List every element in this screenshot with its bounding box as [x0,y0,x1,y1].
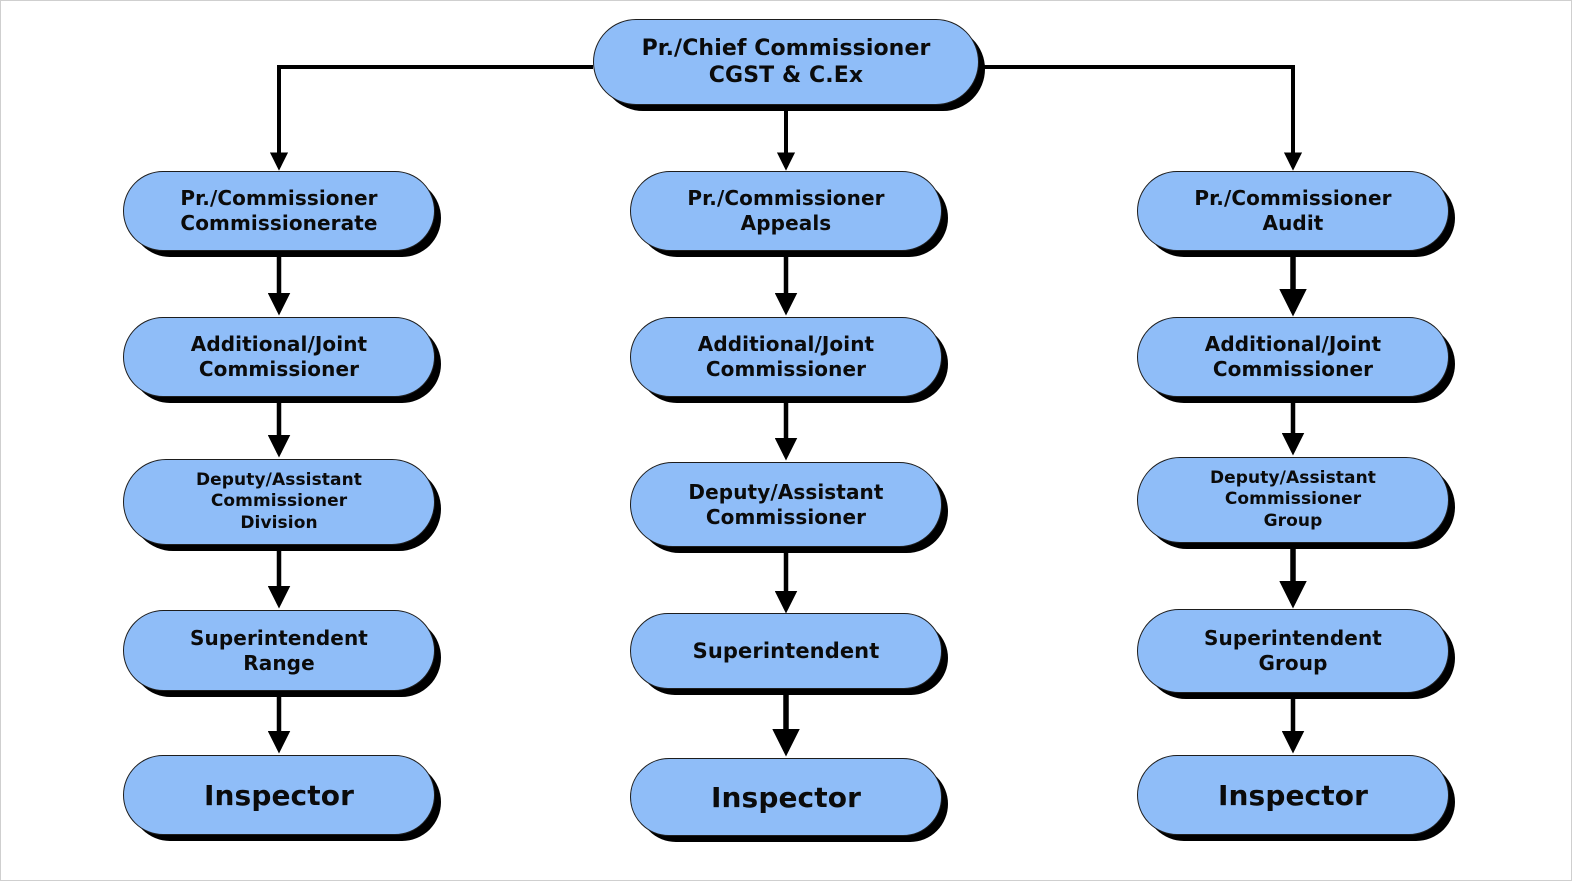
node-line-1: Deputy/Assistant [195,470,363,491]
node-line-1: Additional/Joint [190,332,368,356]
connector-root-to-col3 [979,65,1303,171]
node-line-3: Group [1263,510,1323,531]
node-line-2: Range [243,650,315,675]
node-line-1: Pr./Commissioner [1194,186,1392,210]
node-line-1: Inspector [711,780,861,814]
node-line-3: Division [240,512,318,533]
node-col3-superintendent[interactable]: Superintendent Group [1137,609,1449,693]
node-col3-additional-joint[interactable]: Additional/Joint Commissioner [1137,317,1449,397]
node-pr-chief-commissioner[interactable]: Pr./Chief Commissioner CGST & C.Ex [593,19,979,105]
node-line-2: Commissionerate [180,211,378,235]
node-col3-inspector[interactable]: Inspector [1137,755,1449,835]
node-line-2: Commissioner [1212,357,1374,381]
node-col2-pr-commissioner[interactable]: Pr./Commissioner Appeals [630,171,942,251]
node-col1-pr-commissioner[interactable]: Pr./Commissioner Commissionerate [123,171,435,251]
node-line-2: Commissioner [210,491,348,512]
node-line-2: Audit [1262,211,1324,235]
node-col3-deputy-assistant[interactable]: Deputy/Assistant Commissioner Group [1137,457,1449,543]
node-line-2: Group [1258,651,1328,675]
node-line-1: Inspector [1218,778,1368,812]
node-col2-deputy-assistant[interactable]: Deputy/Assistant Commissioner [630,462,942,547]
node-line-2: Appeals [740,211,832,235]
node-col1-deputy-assistant[interactable]: Deputy/Assistant Commissioner Division [123,459,435,545]
node-line-1: Superintendent [692,638,880,663]
node-line-1: Pr./Chief Commissioner [641,35,931,61]
node-line-1: Superintendent [190,625,368,650]
node-line-2: Commissioner [705,357,867,381]
node-line-1: Deputy/Assistant [688,479,884,504]
connector-root-to-col1 [269,65,593,171]
node-line-1: Inspector [204,778,354,812]
node-line-2: CGST & C.Ex [708,63,864,88]
node-line-1: Pr./Commissioner [687,186,885,210]
node-line-1: Additional/Joint [1204,332,1382,356]
node-line-2: Commissioner [1224,489,1362,510]
node-line-1: Deputy/Assistant [1209,468,1377,489]
node-line-2: Commissioner [705,504,867,529]
node-col2-additional-joint[interactable]: Additional/Joint Commissioner [630,317,942,397]
node-col1-superintendent[interactable]: Superintendent Range [123,610,435,691]
node-col1-additional-joint[interactable]: Additional/Joint Commissioner [123,317,435,397]
node-col1-inspector[interactable]: Inspector [123,755,435,835]
node-line-2: Commissioner [198,357,360,381]
node-line-1: Pr./Commissioner [180,186,378,210]
node-col3-pr-commissioner[interactable]: Pr./Commissioner Audit [1137,171,1449,251]
node-line-1: Superintendent [1204,626,1382,650]
node-col2-inspector[interactable]: Inspector [630,758,942,836]
node-col2-superintendent[interactable]: Superintendent [630,613,942,689]
node-line-1: Additional/Joint [697,332,875,356]
